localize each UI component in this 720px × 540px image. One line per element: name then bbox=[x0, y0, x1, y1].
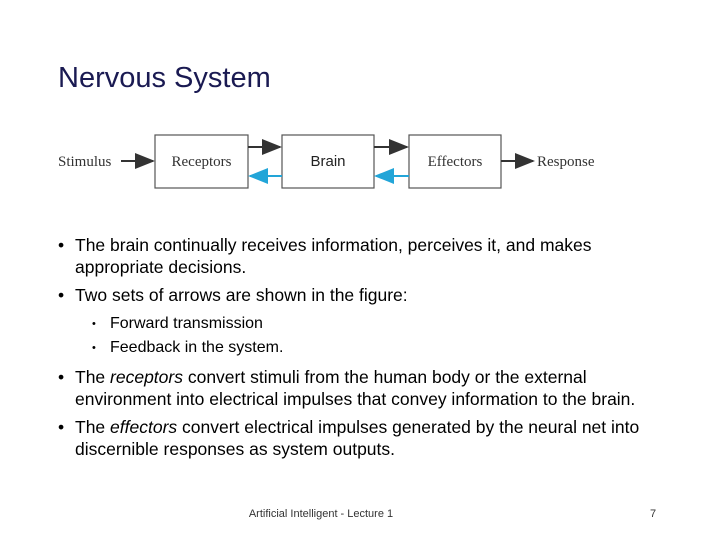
bullet-dot: • bbox=[58, 417, 65, 437]
diagram-output-label: Response bbox=[537, 154, 595, 170]
bullet-receptors: • The receptors convert stimuli from the… bbox=[58, 366, 678, 410]
bullet-effectors: • The effectors convert electrical impul… bbox=[58, 416, 678, 460]
sub-bullet-feedback: • Feedback in the system. bbox=[92, 336, 678, 360]
bullet-text: The brain continually receives informati… bbox=[75, 235, 592, 277]
sub-bullet-dot: • bbox=[92, 318, 96, 330]
bullet-arrows: • Two sets of arrows are shown in the fi… bbox=[58, 284, 678, 306]
nervous-system-diagram: Stimulus Receptors Brain Effectors Respo… bbox=[58, 134, 595, 189]
effectors-block-label: Effectors bbox=[428, 154, 483, 170]
bullet-text-prefix: The bbox=[75, 367, 111, 387]
brain-block-label: Brain bbox=[310, 153, 345, 170]
sub-bullet-text: Forward transmission bbox=[110, 315, 263, 332]
bullet-brain: • The brain continually receives informa… bbox=[58, 234, 678, 278]
bullet-emphasis: effectors bbox=[110, 417, 178, 437]
receptors-block bbox=[154, 134, 249, 189]
slide-body: • The brain continually receives informa… bbox=[58, 234, 678, 466]
sub-bullet-text: Feedback in the system. bbox=[110, 339, 284, 356]
bullet-dot: • bbox=[58, 235, 65, 255]
page-number: 7 bbox=[650, 508, 657, 520]
bullet-dot: • bbox=[58, 367, 65, 387]
bullet-text-rest: convert electrical impulses generated by… bbox=[75, 417, 640, 459]
slide-title: Nervous System bbox=[58, 62, 271, 94]
receptors-block-label: Receptors bbox=[172, 154, 232, 170]
effectors-block bbox=[408, 134, 502, 189]
diagram-input-label: Stimulus bbox=[58, 154, 112, 170]
sub-bullet-dot: • bbox=[92, 342, 96, 354]
bullet-dot: • bbox=[58, 285, 65, 305]
bullet-text-rest: convert stimuli from the human body or t… bbox=[75, 367, 636, 409]
sub-bullet-list: • Forward transmission • Feedback in the… bbox=[92, 312, 678, 360]
slide-footer: Artificial Intelligent - Lecture 1 bbox=[248, 508, 394, 520]
brain-block bbox=[281, 134, 375, 189]
bullet-text: Two sets of arrows are shown in the figu… bbox=[75, 285, 408, 305]
bullet-text-prefix: The bbox=[75, 417, 111, 437]
bullet-emphasis: receptors bbox=[110, 367, 183, 387]
sub-bullet-forward: • Forward transmission bbox=[92, 312, 678, 336]
